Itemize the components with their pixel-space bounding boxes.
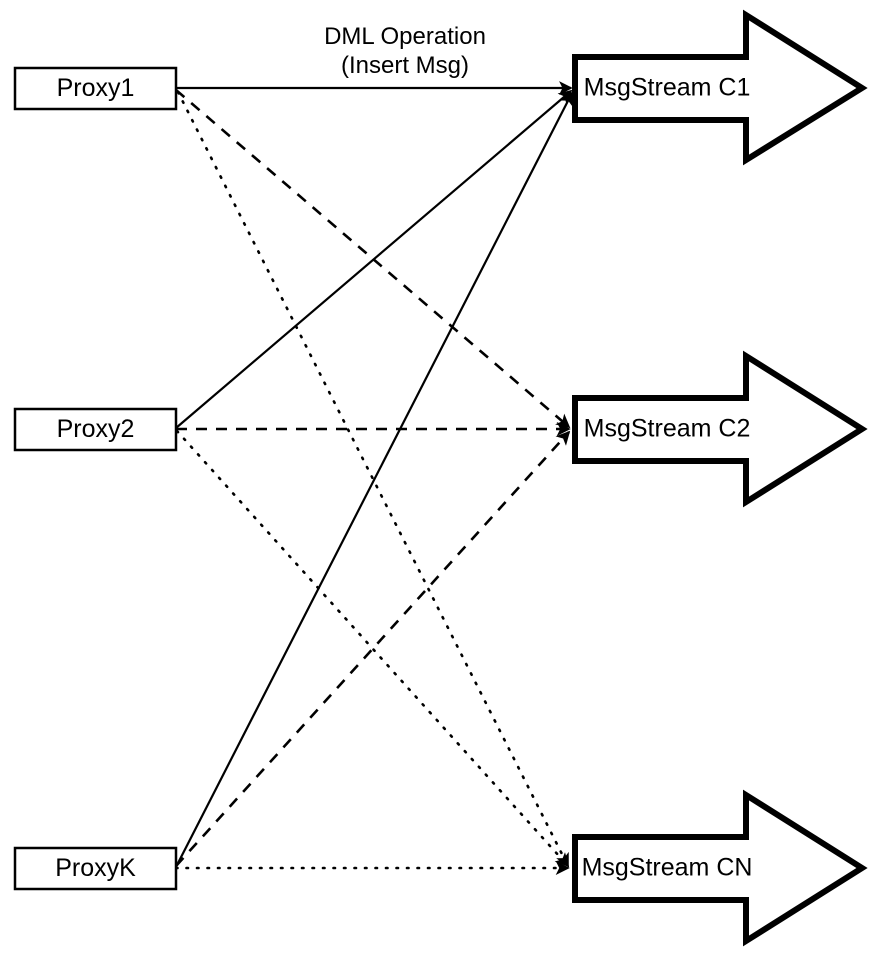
stream-cn[interactable]: MsgStream CN bbox=[572, 789, 868, 947]
edge-proxyk-to-stream-c1[interactable] bbox=[175, 91, 573, 868]
stream-c1[interactable]: MsgStream C1 bbox=[572, 9, 868, 166]
node-proxy1[interactable]: Proxy1 bbox=[13, 66, 178, 111]
node-proxy2-label: Proxy2 bbox=[57, 415, 135, 443]
edge-label-line-2: (Insert Msg) bbox=[341, 52, 469, 79]
node-proxy1-label: Proxy1 bbox=[57, 74, 135, 102]
node-proxy2-box[interactable] bbox=[13, 407, 178, 452]
proxy-node-layer: Proxy1 Proxy2 ProxyK bbox=[13, 66, 178, 891]
node-proxy1-box[interactable] bbox=[13, 66, 178, 111]
stream-cn-arrow-shape[interactable] bbox=[572, 789, 868, 947]
msgstream-layer: MsgStream C1 MsgStream C2 MsgStream CN bbox=[572, 9, 868, 947]
stream-cn-label: MsgStream CN bbox=[582, 854, 753, 882]
edge-proxy1-to-stream-c2[interactable] bbox=[175, 89, 571, 429]
stream-c2-label: MsgStream C2 bbox=[584, 415, 751, 443]
edge-layer bbox=[174, 81, 573, 876]
stream-c2[interactable]: MsgStream C2 bbox=[572, 350, 868, 508]
node-proxyk[interactable]: ProxyK bbox=[13, 846, 178, 891]
node-proxyk-box[interactable] bbox=[13, 846, 178, 891]
stream-c1-label: MsgStream C1 bbox=[584, 74, 751, 102]
node-proxy2[interactable]: Proxy2 bbox=[13, 407, 178, 452]
edge-label-line-1: DML Operation bbox=[324, 23, 486, 50]
stream-c2-arrow-shape[interactable] bbox=[572, 350, 868, 508]
stream-c1-arrow-shape[interactable] bbox=[572, 9, 868, 166]
edge-label-dml-operation: DML Operation (Insert Msg) bbox=[324, 23, 486, 79]
edge-proxyk-to-stream-c2[interactable] bbox=[175, 430, 571, 867]
node-proxyk-label: ProxyK bbox=[55, 854, 136, 882]
edge-proxy2-to-stream-c1[interactable] bbox=[175, 89, 573, 429]
